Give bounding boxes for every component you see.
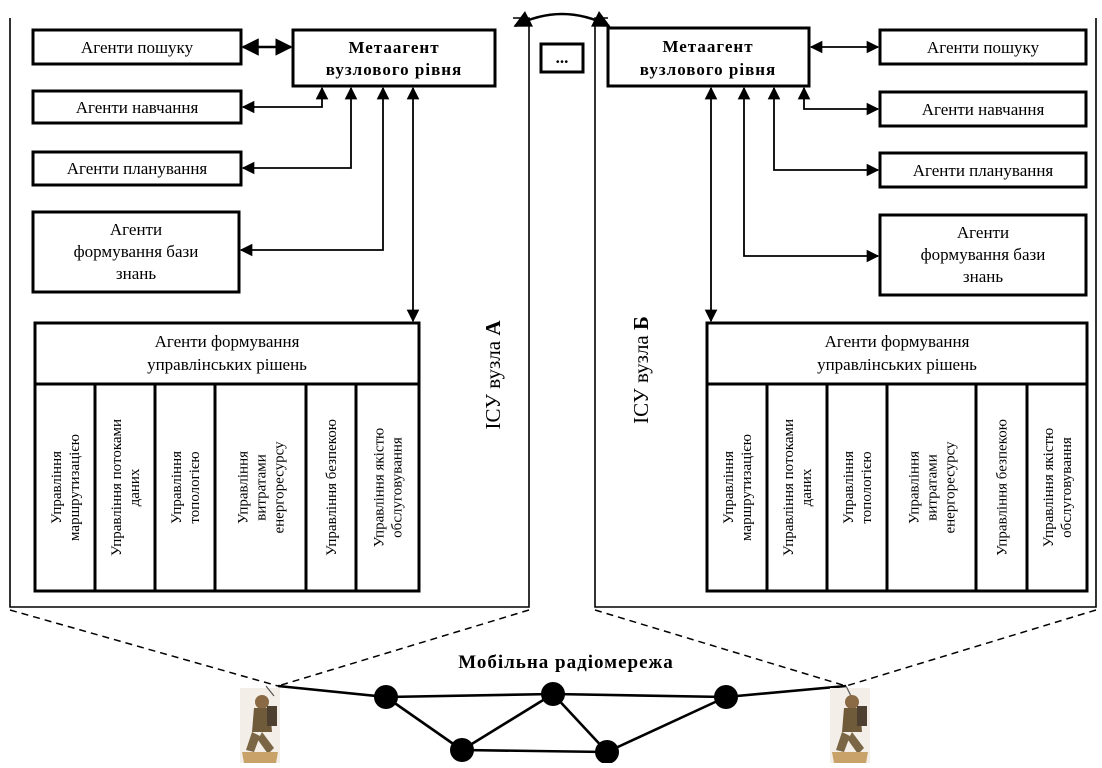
node-a-column-1-label: маршрутизацією (67, 434, 83, 541)
node-b-column-4-label: енергоресурсу (943, 441, 959, 534)
zoom-line-b-right (845, 609, 1097, 687)
node-a-side-text: ІСУ вузла (481, 336, 505, 430)
node-a-metaagent-line1: Метаагент (348, 38, 439, 57)
node-a-decisions-line1: Агенти формування (155, 332, 300, 351)
node-a-column-4-label: енергоресурсу (272, 441, 288, 534)
node-a-column-4-label: Управління (236, 451, 252, 524)
node-b-link-knowledge (737, 86, 880, 263)
node-a-learning-box (31, 89, 243, 125)
node-b-search-box (878, 28, 1088, 66)
node-a-decisions-line2: управлінських рішень (147, 355, 307, 374)
node-a-knowledge-line1: Агенти (110, 220, 162, 239)
node-a-link-planning (241, 86, 358, 175)
node-a-column-1-label: Управління (49, 451, 65, 524)
node-b-metaagent-line1: Метаагент (662, 37, 753, 56)
node-b-knowledge-line2: формування бази (921, 245, 1046, 264)
node-a-column-2 (93, 382, 157, 593)
node-a-column-2-label: Управління потоками (109, 419, 125, 556)
node-b-learning-label: Агенти навчання (922, 100, 1045, 119)
node-b-column-1 (705, 382, 769, 593)
node-b-metaagent-box (606, 26, 811, 88)
soldier-icon (240, 685, 280, 763)
node-b-decisions-line2: управлінських рішень (817, 355, 977, 374)
node-b-column-4-label: Управління (907, 451, 923, 524)
network-nodes (374, 682, 738, 764)
node-a-column-3-label: топологією (187, 451, 203, 523)
node-b-side-text: ІСУ вузла (629, 330, 653, 424)
node-b-knowledge-line3: знань (963, 267, 1003, 286)
node-b-column-3-label: топологією (859, 451, 875, 523)
zoom-line-b-left (594, 609, 847, 687)
node-a-metaagent-box (291, 28, 497, 88)
node-a-column-4 (213, 382, 308, 593)
network-node (374, 685, 398, 709)
node-b-search-label: Агенти пошуку (927, 38, 1040, 57)
node-a-knowledge-line3: знань (116, 264, 156, 283)
node-b-column-3 (825, 382, 889, 593)
node-b-panel: Метаагент вузлового рівня Агенти пошуку … (594, 17, 1097, 608)
ellipsis-text: ... (556, 48, 569, 67)
node-b-column-2-label: даних (799, 468, 815, 506)
node-a-link-learning (241, 86, 329, 114)
node-a-metaagent-line2: вузлового рівня (326, 60, 463, 79)
node-a-link-knowledge (239, 86, 390, 257)
node-a-column-6 (354, 382, 421, 593)
node-a-column-5-label: Управління безпекою (324, 419, 340, 556)
node-b-link-planning (767, 86, 880, 177)
node-b-knowledge-line1: Агенти (957, 223, 1009, 242)
node-a-column-3-label: Управління (169, 451, 185, 524)
node-b-column-4-label: витратами (925, 454, 941, 521)
soldier-icon (830, 685, 870, 763)
node-a-column-2-label: даних (127, 468, 143, 506)
node-a-panel: Агенти пошуку Метаагент вузлового рівня … (9, 17, 530, 608)
node-a-column-3 (153, 382, 217, 593)
node-b-planning-label: Агенти планування (913, 161, 1054, 180)
node-a-planning-label: Агенти планування (67, 159, 208, 178)
network-title: Мобільна радіомережа (458, 652, 674, 673)
node-a-column-6-label: Управління якістю (372, 428, 388, 548)
network-node (450, 738, 474, 762)
network-node (595, 740, 619, 764)
radio-network: Мобільна радіомережа (9, 609, 1097, 764)
zoom-line-a-left (9, 609, 279, 687)
node-b-decisions-line1: Агенти формування (825, 332, 970, 351)
network-edges (277, 684, 847, 754)
network-node (541, 682, 565, 706)
zoom-line-a-right (277, 609, 530, 687)
node-a-column-6-label: обслуговування (390, 437, 406, 538)
ellipsis-box (539, 42, 585, 74)
node-a-search-box (31, 28, 243, 66)
node-a-knowledge-box (31, 210, 241, 294)
node-b-column-6-label: Управління якістю (1041, 428, 1057, 548)
node-b-column-2 (765, 382, 829, 593)
node-a-column-5 (304, 382, 358, 593)
node-b-side-label: ІСУ вузла Б (629, 316, 653, 424)
node-b-column-6-label: обслуговування (1059, 437, 1075, 538)
node-a-column-1 (33, 382, 97, 593)
node-b-column-1-label: маршрутизацією (739, 434, 755, 541)
node-a-side-label: ІСУ вузла А (481, 320, 505, 430)
node-b-side-letter: Б (629, 316, 653, 330)
node-b-column-6 (1025, 382, 1089, 593)
node-a-column-4-label: витратами (254, 454, 270, 521)
node-b-column-2-label: Управління потоками (781, 419, 797, 556)
node-b-knowledge-box (878, 213, 1088, 297)
node-b-learning-box (878, 90, 1088, 128)
node-b-column-3-label: Управління (841, 451, 857, 524)
node-b-metaagent-line2: вузлового рівня (640, 60, 777, 79)
node-a-search-label: Агенти пошуку (81, 38, 194, 57)
node-b-column-1-label: Управління (721, 451, 737, 524)
inter-node-link (513, 11, 611, 28)
node-a-knowledge-line2: формування бази (74, 242, 199, 261)
network-node (714, 685, 738, 709)
node-b-column-5-label: Управління безпекою (995, 419, 1011, 556)
node-b-link-learning (797, 86, 880, 116)
node-a-learning-label: Агенти навчання (76, 98, 199, 117)
node-a-side-letter: А (481, 320, 505, 336)
node-b-planning-box (878, 151, 1088, 189)
